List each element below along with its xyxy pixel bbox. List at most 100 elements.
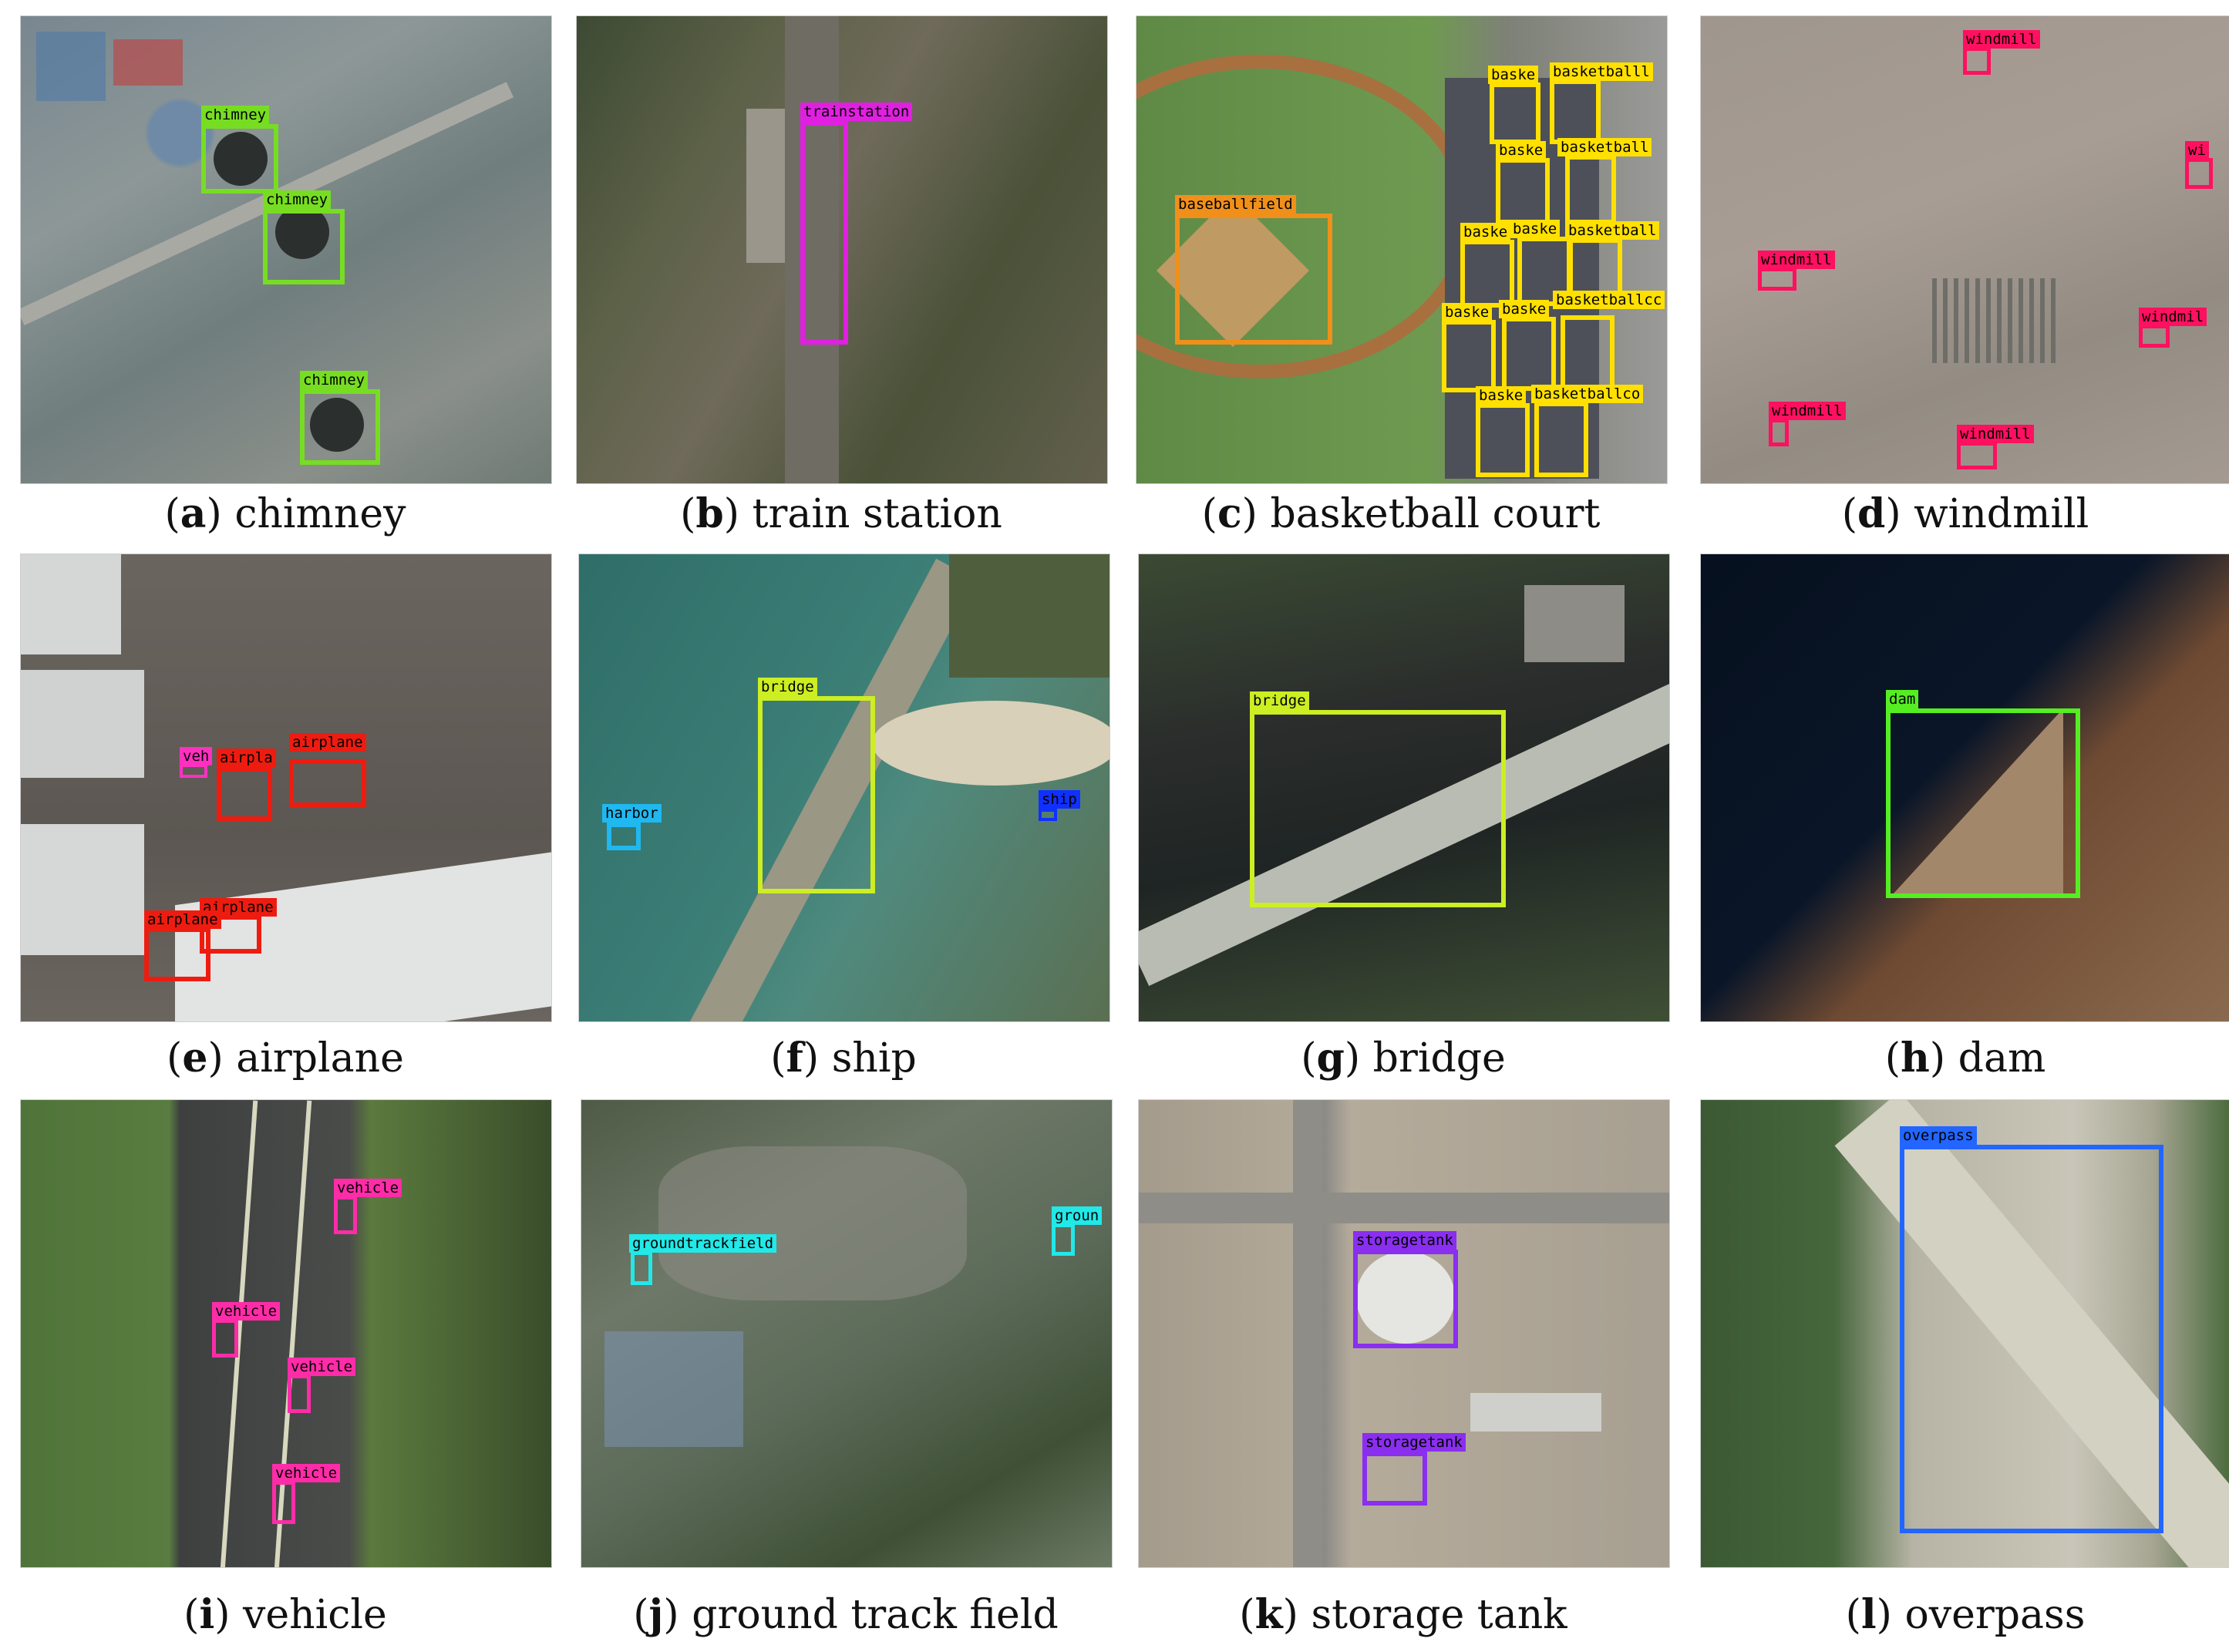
tank-roof [1356,1251,1455,1344]
bbox-label: veh [180,747,213,765]
bbox-vehicle [180,764,207,778]
chimney-shadow [214,132,268,186]
bbox-train-station [800,121,848,345]
caption-c: (c) basketball court [1201,490,1601,537]
bbox-label: vehicle [334,1179,402,1197]
bbox-label: airplane [144,910,221,929]
bbox-basketball-court [1502,317,1556,391]
blue-roofs [604,1331,743,1447]
bbox-label: basketball [1557,138,1652,156]
bbox-baseball-field [1175,214,1332,345]
panel-vehicle: vehicle vehicle vehicle vehicle [20,1099,552,1568]
bbox-airplane [144,927,210,981]
bbox-windmill [1957,442,1997,469]
bbox-label: windmill [1758,251,1835,269]
caption-i: (i) vehicle [184,1591,387,1638]
panel-train-station: trainstation [576,15,1108,484]
building-block [36,32,106,101]
hangar-roof [21,670,144,778]
bbox-airplane [217,767,272,821]
bbox-windmill [1758,267,1796,291]
bbox-basketball-court [1565,155,1616,224]
bbox-label: basketballcc [1553,291,1665,309]
railway [785,16,839,483]
panel-storage-tank: storagetank storagetank [1138,1099,1670,1568]
chimney-shadow [310,398,364,452]
bbox-label: storagetank [1353,1231,1456,1250]
bbox-windmill [2185,158,2213,189]
bbox-ground-track-field [1052,1223,1075,1256]
bbox-basketball-court [1534,402,1588,477]
bbox-label: baske [1499,300,1550,318]
bbox-label: bridge [1250,691,1309,710]
bbox-label: wi [2185,141,2209,160]
panel-overpass: overpass [1700,1099,2229,1568]
caption-k: (k) storage tank [1239,1591,1567,1638]
bbox-basketball-court [1550,79,1601,144]
caption-h: (h) dam [1884,1035,2046,1082]
bbox-label: baske [1442,303,1493,321]
bbox-storage-tank [1362,1452,1427,1506]
bbox-label: vehicle [288,1358,356,1376]
bbox-label: baske [1460,223,1511,241]
caption-l: (l) overpass [1845,1591,2086,1638]
caption-d: (d) windmill [1841,490,2089,537]
bbox-label: windmill [1769,402,1846,420]
caption-a: (a) chimney [164,490,406,537]
street [1293,1100,1322,1567]
panel-ship: bridge harbor ship [578,553,1110,1022]
bbox-bridge [758,696,875,893]
bbox-label: chimney [201,106,270,124]
street [1139,1193,1669,1223]
bbox-windmill [1963,47,1991,75]
bbox-label: windmill [1963,30,2040,49]
bbox-vehicle [334,1196,357,1234]
bbox-label: basketballco [1531,385,1644,403]
panel-basketball-court: baseballfield baske basketballl baske ba… [1136,15,1668,484]
bbox-basketball-court [1496,158,1550,224]
panel-chimney: chimney chimney chimney [20,15,552,484]
bbox-basketball-court [1460,240,1514,308]
caption-j: (j) ground track field [633,1591,1059,1638]
bbox-dam [1886,708,2080,898]
bbox-vehicle [288,1374,311,1413]
bbox-label: groun [1052,1206,1103,1225]
bbox-label: ship [1039,790,1080,809]
vegetation [949,554,1109,678]
chimney-shadow [275,205,329,259]
bbox-bridge [1250,710,1506,907]
bbox-label: vehicle [212,1302,281,1321]
bbox-label: overpass [1900,1126,1977,1145]
bbox-label: airplane [289,733,366,752]
bbox-label: windmill [1957,425,2034,443]
bbox-label: trainstation [800,103,913,121]
bbox-basketball-court [1490,82,1540,144]
hangar-roof [21,554,121,654]
building [1524,585,1625,662]
plaza [746,109,785,263]
bbox-airplane [200,915,261,954]
bbox-label: vehicle [272,1464,341,1482]
caption-g: (g) bridge [1301,1035,1506,1082]
panel-bridge: bridge [1138,553,1670,1022]
bbox-harbor [607,823,641,850]
bbox-label: chimney [263,190,332,209]
bbox-label: baseballfield [1175,195,1296,214]
bbox-storage-tank [1353,1250,1458,1348]
bbox-label: airpla [217,749,276,767]
field-strips [1932,278,2056,363]
panel-ground-track-field: groundtrackfield groun [581,1099,1113,1568]
hangar-roof [21,824,144,955]
bbox-label: storagetank [1362,1433,1466,1452]
bbox-label: baske [1496,141,1547,160]
settlement [658,1146,967,1300]
bbox-basketball-court [1442,320,1496,392]
panel-windmill: windmill wi windmill windmil windmill wi… [1700,15,2229,484]
bbox-basketball-court [1476,403,1530,477]
bbox-windmill [1769,419,1789,446]
bbox-chimney [201,124,278,193]
bbox-airplane [289,759,366,807]
sand-shore [872,701,1109,786]
bbox-ground-track-field [631,1251,652,1285]
